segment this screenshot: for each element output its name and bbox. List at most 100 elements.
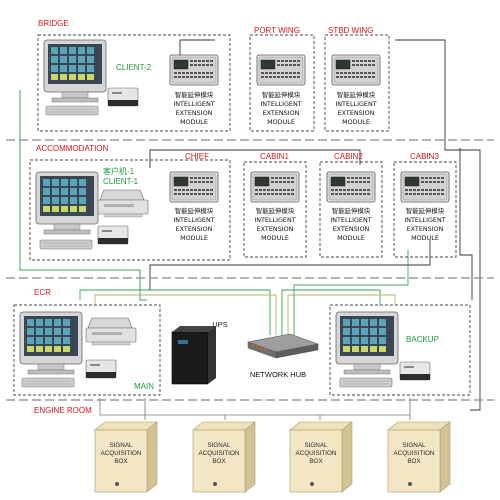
bridge-module-line2: INTELLIGENT (173, 100, 214, 108)
acquisition-box-4: SIGNAL ACQUISITION BOX (387, 421, 451, 493)
cabin2-group (319, 161, 383, 258)
cable-dark-right-drop (459, 148, 473, 300)
cables (19, 39, 481, 420)
cabin3-module-line2: INTELLIGENT (404, 216, 445, 224)
port-wing-module-line3: EXTENSION (263, 109, 300, 117)
main-computer (85, 359, 117, 379)
cabin1-group (243, 161, 307, 258)
zone-label-engine-room: ENGINE ROOM (34, 406, 92, 415)
acquisition-box-2-line3: BOX (212, 458, 226, 465)
cabin2-label: CABIN2 (334, 152, 363, 161)
cabin3-module-line4: MODULE (411, 234, 439, 242)
cabin3-group (393, 161, 457, 258)
client-1-label-en: CLIENT-1 (103, 177, 139, 186)
chief-module-line4: MODULE (180, 234, 208, 242)
cable-olive-hub-4 (287, 294, 396, 335)
cable-green-hub-3 (281, 289, 381, 335)
cabin1-module-line4: MODULE (261, 234, 289, 242)
cable-lower-bus (99, 398, 410, 416)
cabin1-module: 智能延伸模块 INTELLIGENT EXTENSION MODULE (250, 171, 300, 242)
client-2-label: CLIENT-2 (116, 63, 152, 72)
acquisition-box-2: SIGNAL ACQUISITION BOX (192, 421, 256, 493)
acquisition-box-1-line1: SIGNAL (109, 442, 133, 449)
port-wing-module: 智能延伸模块 INTELLIGENT EXTENSION MODULE (256, 54, 306, 126)
stbd-wing-label: STBD WING (328, 26, 373, 35)
client-2-computer (107, 87, 139, 107)
cabin2-module-line2: INTELLIGENT (330, 216, 371, 224)
cabin2-module-line4: MODULE (337, 234, 365, 242)
cabin3-module-line3: EXTENSION (407, 225, 444, 233)
bridge-module: 智能延伸模块 INTELLIGENT EXTENSION MODULE (169, 54, 219, 126)
cabin2-module-line3: EXTENSION (333, 225, 370, 233)
port-wing-label: PORT WING (254, 26, 300, 35)
cabin1-module-line1: 智能延伸模块 (256, 206, 295, 215)
client-1-printer (97, 189, 149, 218)
client-1-keyboard (39, 239, 93, 250)
cabin2-module: 智能延伸模块 INTELLIGENT EXTENSION MODULE (326, 171, 376, 242)
bridge-module-line1: 智能延伸模块 (175, 90, 214, 99)
acquisition-box-4-line3: BOX (407, 458, 421, 465)
chief-label: CHIEF (185, 152, 209, 161)
chief-module-line2: INTELLIGENT (173, 216, 214, 224)
accommodation-client-group (29, 159, 231, 261)
cable-green-left (19, 90, 147, 301)
network-hub-label: NETWORK HUB (250, 370, 306, 379)
acquisition-box-1-line3: BOX (114, 458, 128, 465)
client-1-computer (97, 225, 129, 245)
cable-dark-mid (149, 240, 431, 290)
cabin1-label: CABIN1 (260, 152, 289, 161)
client-1-monitor (35, 171, 99, 235)
cable-green-hub-5 (293, 250, 409, 335)
cabin1-module-line2: INTELLIGENT (254, 216, 295, 224)
stbd-wing-module-line4: MODULE (342, 118, 370, 126)
client-2-keyboard (45, 105, 99, 116)
acquisition-box-3: SIGNAL ACQUISITION BOX (289, 421, 353, 493)
chief-module-line3: EXTENSION (176, 225, 213, 233)
chief-module-line1: 智能延伸模块 (175, 206, 214, 215)
stbd-wing-module: 智能延伸模块 INTELLIGENT EXTENSION MODULE (331, 54, 381, 126)
backup-computer (399, 361, 431, 381)
zone-label-ecr: ECR (34, 288, 51, 297)
main-label: MAIN (134, 382, 154, 391)
stbd-wing-module-line3: EXTENSION (338, 109, 375, 117)
acquisition-box-2-line1: SIGNAL (207, 442, 231, 449)
backup-label: BACKUP (406, 335, 439, 344)
client-2-monitor (43, 39, 107, 103)
bridge-module-line4: MODULE (180, 118, 208, 126)
cabin1-module-line3: EXTENSION (257, 225, 294, 233)
acquisition-box-2-line2: ACQUISITION (199, 450, 240, 457)
bridge-client-group (37, 34, 231, 132)
zone-label-accommodation: ACCOMMODATION (36, 144, 109, 153)
port-wing-module-line2: INTELLIGENT (260, 100, 301, 108)
cable-dark-bridge-top (179, 39, 215, 60)
acquisition-box-3-line3: BOX (309, 458, 323, 465)
acquisition-box-4-line1: SIGNAL (402, 442, 426, 449)
client-1-label-cn: 客户机-1 (103, 166, 135, 176)
ups-unit (171, 326, 216, 385)
acquisition-box-1-line2: ACQUISITION (101, 450, 142, 457)
stbd-wing-module-line2: INTELLIGENT (335, 100, 376, 108)
port-wing-module-line4: MODULE (267, 118, 295, 126)
zone-label-bridge: BRIDGE (38, 19, 69, 28)
cable-dark-upper (149, 149, 361, 168)
network-hub (246, 333, 320, 359)
ups-label: UPS (212, 320, 227, 329)
cabin3-module: 智能延伸模块 INTELLIGENT EXTENSION MODULE (400, 171, 450, 242)
port-wing-module-line1: 智能延伸模块 (262, 90, 301, 99)
chief-module: 智能延伸模块 INTELLIGENT EXTENSION MODULE (169, 171, 219, 242)
main-monitor (19, 311, 83, 375)
cabin3-module-line1: 智能延伸模块 (406, 206, 445, 215)
acquisition-box-4-line2: ACQUISITION (394, 450, 435, 457)
cable-olive-hub-2 (94, 294, 277, 335)
main-printer (85, 317, 137, 346)
backup-station-group (329, 304, 471, 396)
main-keyboard (21, 377, 75, 388)
acquisition-box-1: SIGNAL ACQUISITION BOX (94, 421, 158, 493)
backup-monitor (335, 311, 399, 375)
cable-dark-right-loop (395, 39, 481, 411)
cabin2-module-line1: 智能延伸模块 (332, 206, 371, 215)
stbd-wing-group (324, 34, 390, 132)
acquisition-box-3-line1: SIGNAL (304, 442, 328, 449)
